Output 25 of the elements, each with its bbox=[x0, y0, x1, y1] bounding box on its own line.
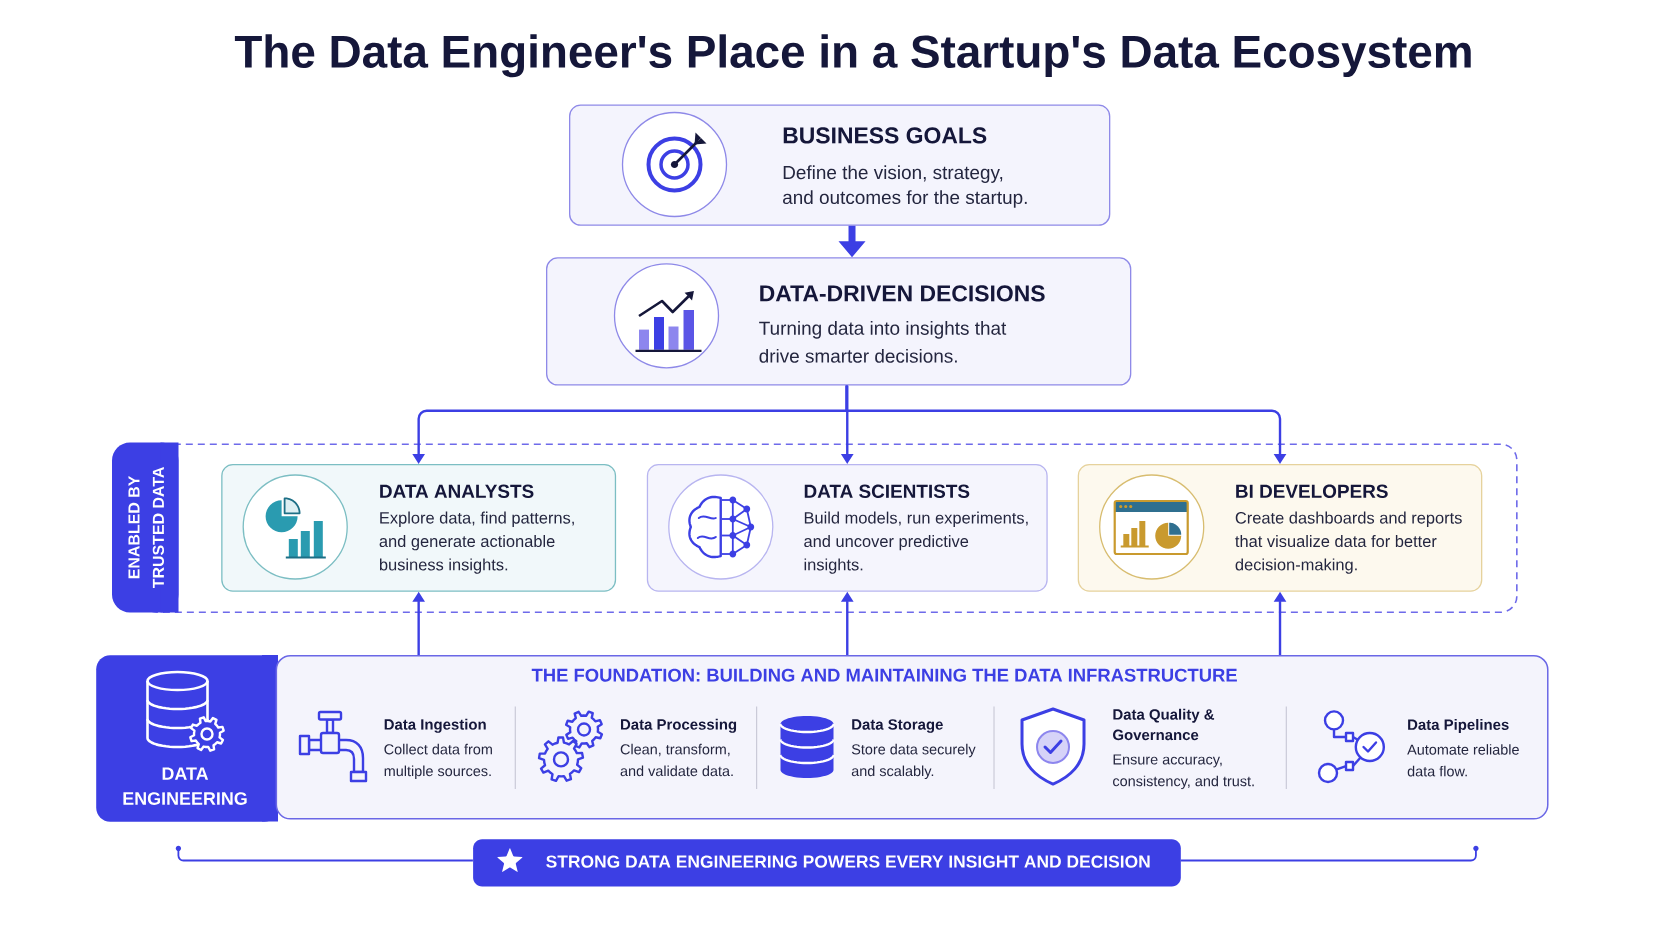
item-title: Data Quality & Governance bbox=[1113, 708, 1215, 741]
card-text: Build models, run experiments, and uncover predictive insights. bbox=[804, 511, 1028, 574]
title: The Data Engineer's Place in a Startup's Data Ecosystem bbox=[234, 34, 1471, 78]
item-title: Data Storage bbox=[852, 719, 943, 733]
item-title: Data Ingestion bbox=[384, 718, 486, 733]
item-text: Ensure accuracy, consistency, and trust. bbox=[1113, 754, 1254, 790]
side-panel: DATA ENGINEERING bbox=[96, 655, 279, 822]
banner: STRONG DATA ENGINEERING POWERS EVERY INSIGHT AND DECISION bbox=[473, 839, 1181, 887]
card-text: Create dashboards and reports that visualize data for better decision-making. bbox=[1235, 511, 1462, 574]
card-title: BI DEVELOPERS bbox=[1236, 484, 1388, 498]
section-heading: THE FOUNDATION: BUILDING AND MAINTAINING THE DATA INFRASTRUCTURE bbox=[531, 668, 1237, 682]
card-text: Define the vision, strategy, and outcomes for the startup. bbox=[783, 165, 1027, 208]
card-title: BUSINESS GOALS bbox=[783, 127, 987, 144]
side-tab: ENABLED BY TRUSTED DATA bbox=[112, 442, 179, 613]
card-title: DATA SCIENTISTS bbox=[804, 484, 970, 498]
item-text: Collect data from multiple sources. bbox=[384, 743, 492, 780]
item-text: Automate reliable data flow. bbox=[1407, 744, 1519, 777]
card-title: DATA-DRIVEN DECISIONS bbox=[760, 285, 1045, 302]
item-title: Data Pipelines bbox=[1408, 719, 1509, 733]
item-title: Data Processing bbox=[621, 718, 737, 733]
item-text: Store data securely and scalably. bbox=[851, 743, 976, 780]
card-text: Explore data, find patterns, and generate actionable business insights. bbox=[379, 511, 574, 574]
card-title: DATA ANALYSTS bbox=[380, 484, 534, 498]
item-text: Clean, transform, and validate data. bbox=[620, 743, 733, 777]
card-text: Turning data into insights that drive smarter decisions. bbox=[759, 321, 1007, 363]
